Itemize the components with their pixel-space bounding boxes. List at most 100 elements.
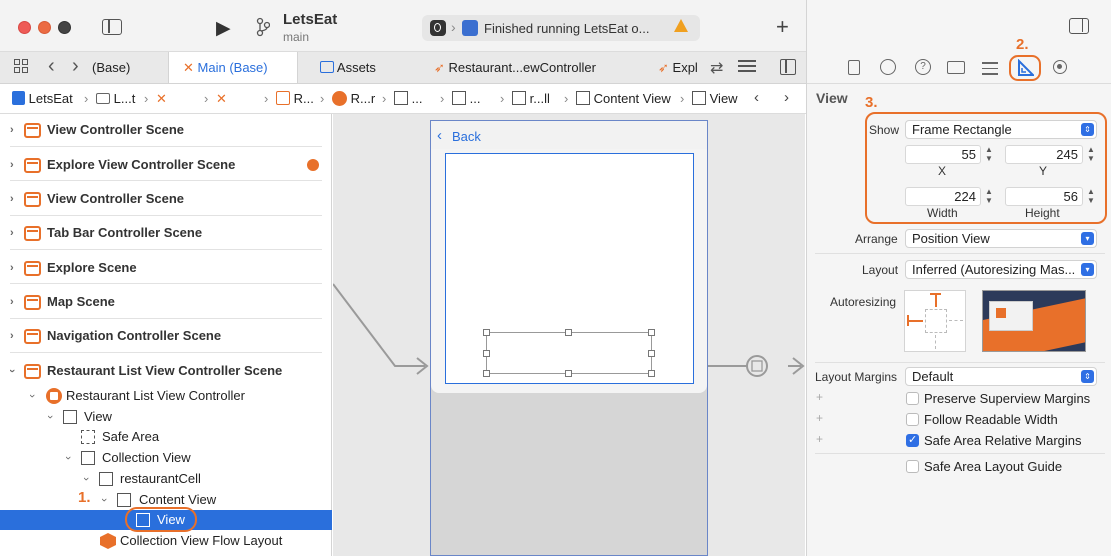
history-inspector-icon[interactable] xyxy=(880,59,896,75)
forward-arrow-icon[interactable]: › xyxy=(72,55,79,77)
run-icon[interactable]: ▶ xyxy=(216,18,231,39)
follow-readable-width-checkbox[interactable] xyxy=(906,413,919,426)
tab-restaurant-view-controller[interactable]: ➶ Restaurant...ewController xyxy=(434,52,634,83)
jumpbar-item-folder[interactable]: L...t xyxy=(96,91,135,106)
y-stepper[interactable]: ▲▼ xyxy=(1087,145,1095,163)
width-field[interactable]: 224 xyxy=(905,187,981,206)
resize-handle[interactable] xyxy=(565,370,572,377)
editor-options-icon[interactable] xyxy=(738,60,756,74)
outline-scene-row[interactable]: › Restaurant List View Controller Scene xyxy=(0,361,332,381)
attributes-inspector-icon[interactable] xyxy=(982,60,998,75)
restaurant-cell[interactable] xyxy=(445,153,694,384)
outline-scene-row[interactable]: › Navigation Controller Scene xyxy=(0,326,332,346)
safe-area-layout-guide-checkbox[interactable] xyxy=(906,460,919,473)
layout-popup[interactable]: Inferred (Autoresizing Mas... ▾ xyxy=(905,260,1097,279)
interface-builder-icon[interactable]: ✕ xyxy=(156,91,167,106)
chevron-right-icon[interactable]: › xyxy=(10,159,14,171)
add-library-icon[interactable]: + xyxy=(776,14,789,39)
outline-tree-item-selected[interactable]: View xyxy=(0,507,332,532)
outline-scene-row[interactable]: › Explore Scene xyxy=(0,258,332,278)
selected-view-frame[interactable] xyxy=(483,329,655,377)
jumpbar-item-view[interactable]: ... xyxy=(394,91,422,106)
top-strut[interactable] xyxy=(935,293,937,307)
back-button[interactable]: Back xyxy=(452,129,481,144)
left-strut[interactable] xyxy=(907,320,923,322)
height-stepper[interactable]: ▲▼ xyxy=(1087,187,1095,205)
activity-status-bar[interactable]: › Finished running LetsEat o... xyxy=(422,15,700,41)
grid-icon[interactable] xyxy=(14,59,28,73)
x-stepper[interactable]: ▲▼ xyxy=(985,145,993,163)
add-editor-icon[interactable] xyxy=(780,59,796,75)
outline-scene-row[interactable]: › Tab Bar Controller Scene xyxy=(0,223,332,243)
safe-area-relative-margins-checkbox[interactable] xyxy=(906,433,919,447)
close-window-button[interactable] xyxy=(18,21,31,34)
outline-scene-row[interactable]: › View Controller Scene xyxy=(0,189,332,209)
resize-handle[interactable] xyxy=(483,350,490,357)
resize-handle[interactable] xyxy=(483,370,490,377)
resize-handle[interactable] xyxy=(648,350,655,357)
previous-issue-icon[interactable]: ‹ xyxy=(754,89,759,106)
outline-scene-row[interactable]: › View Controller Scene xyxy=(0,120,332,140)
bottom-strut[interactable] xyxy=(935,335,936,349)
width-stepper[interactable]: ▲▼ xyxy=(985,187,993,205)
inspector-toggle-icon[interactable] xyxy=(1069,18,1089,34)
back-arrow-icon[interactable]: ‹ xyxy=(48,55,55,77)
jumpbar-item-project[interactable]: LetsEat xyxy=(12,91,73,106)
chevron-down-icon[interactable]: › xyxy=(61,456,74,460)
tab-explore[interactable]: ➶ Expl xyxy=(658,52,704,83)
autoresizing-mask-editor[interactable] xyxy=(904,290,966,352)
jumpbar-item-collection-view[interactable]: ... xyxy=(452,91,480,106)
chevron-right-icon[interactable]: › xyxy=(10,296,14,308)
right-strut[interactable] xyxy=(949,320,963,321)
jumpbar-item-scene[interactable]: R... xyxy=(276,91,314,106)
chevron-right-icon[interactable]: › xyxy=(10,262,14,274)
scheme-title[interactable]: LetsEat xyxy=(283,11,338,28)
file-inspector-icon[interactable] xyxy=(848,60,860,75)
next-issue-icon[interactable]: › xyxy=(784,89,789,106)
add-variation-icon[interactable]: + xyxy=(816,411,824,425)
jumpbar-item-content-view[interactable]: Content View xyxy=(576,91,671,106)
tab-base[interactable]: (Base) xyxy=(92,52,162,83)
layout-margins-popup[interactable]: Default ⇕ xyxy=(905,367,1097,386)
arrange-popup[interactable]: Position View ▾ xyxy=(905,229,1097,248)
preserve-superview-margins-checkbox[interactable] xyxy=(906,392,919,405)
outline-tree-item[interactable]: › View xyxy=(0,407,332,427)
chevron-down-icon[interactable]: › xyxy=(43,415,56,419)
outline-tree-item[interactable]: › Restaurant List View Controller xyxy=(0,386,332,406)
storyboard-canvas[interactable]: ‹ Back xyxy=(333,114,805,556)
connections-inspector-icon[interactable] xyxy=(1053,60,1067,74)
help-inspector-icon[interactable]: ? xyxy=(915,59,931,75)
chevron-down-icon[interactable]: › xyxy=(97,498,110,502)
chevron-right-icon[interactable]: › xyxy=(10,124,14,136)
outline-scene-row[interactable]: › Map Scene xyxy=(0,292,332,312)
chevron-down-icon[interactable]: › xyxy=(25,394,38,398)
add-variation-icon[interactable]: + xyxy=(816,432,824,446)
chevron-right-icon[interactable]: › xyxy=(10,330,14,342)
chevron-down-icon[interactable]: › xyxy=(5,369,18,373)
identity-inspector-icon[interactable] xyxy=(947,61,965,74)
outline-tree-item[interactable]: › Collection View xyxy=(0,448,332,468)
chevron-down-icon[interactable]: › xyxy=(79,477,92,481)
minimize-window-button[interactable] xyxy=(38,21,51,34)
chevron-right-icon[interactable]: › xyxy=(10,193,14,205)
outline-tree-item[interactable]: Collection View Flow Layout xyxy=(0,531,332,551)
outline-tree-item[interactable]: › restaurantCell xyxy=(0,469,332,489)
zoom-window-button[interactable] xyxy=(58,21,71,34)
outline-tree-item[interactable]: › Content View xyxy=(0,490,332,510)
sidebar-toggle-icon[interactable] xyxy=(102,19,122,35)
height-field[interactable]: 56 xyxy=(1005,187,1083,206)
resize-handle[interactable] xyxy=(648,329,655,336)
interface-builder-icon[interactable]: ✕ xyxy=(216,91,227,106)
resize-handle[interactable] xyxy=(565,329,572,336)
y-field[interactable]: 245 xyxy=(1005,145,1083,164)
entry-arrow-icon[interactable] xyxy=(307,159,319,171)
outline-tree-item[interactable]: Safe Area xyxy=(0,427,332,447)
size-inspector-icon[interactable] xyxy=(1016,59,1034,77)
resize-handle[interactable] xyxy=(648,370,655,377)
show-popup[interactable]: Frame Rectangle ⇕ xyxy=(905,120,1097,139)
jumpbar-item-view-current[interactable]: View xyxy=(692,91,738,106)
scene-frame[interactable]: ‹ Back xyxy=(430,120,708,556)
collection-view[interactable] xyxy=(431,149,707,393)
related-items-icon[interactable]: ⇄ xyxy=(710,60,724,77)
tab-assets[interactable]: Assets xyxy=(320,52,420,83)
